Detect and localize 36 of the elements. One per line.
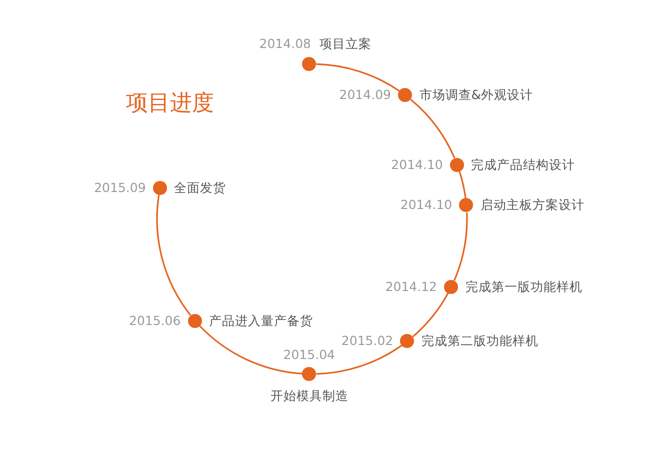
milestone-label: 项目立案 — [319, 36, 372, 52]
milestone-label: 开始模具制造 — [270, 388, 348, 404]
milestone-label: 完成产品结构设计 — [471, 156, 576, 173]
milestone-dot — [302, 57, 316, 72]
date-label: 2014.10 — [400, 197, 452, 214]
date-label: 2015.09 — [94, 180, 146, 196]
date-label: 2014.10 — [391, 156, 443, 173]
date-label: 2014.08 — [259, 36, 311, 52]
timeline-arc — [316, 63, 400, 92]
timeline-arc — [412, 292, 449, 338]
date-label: 2015.04 — [283, 346, 335, 363]
milestone-label: 产品进入量产备货 — [209, 312, 314, 329]
milestone-dot — [459, 198, 474, 212]
timeline-arc — [316, 344, 402, 375]
milestone-label: 完成第一版功能样机 — [465, 278, 582, 295]
milestone-label: 全面发货 — [174, 180, 226, 196]
milestone-dot — [188, 314, 202, 328]
milestone-label: 完成第二版功能样机 — [421, 333, 538, 350]
milestone-dot — [398, 88, 412, 102]
timeline-arc — [453, 212, 468, 281]
milestone-dot — [444, 280, 458, 294]
milestone-dot — [153, 181, 168, 196]
milestone-dot — [400, 334, 414, 348]
timeline-arc — [199, 325, 302, 374]
title: 项目进度 — [126, 90, 214, 118]
timeline-arc — [156, 194, 192, 316]
date-label: 2015.02 — [341, 333, 394, 350]
milestone-dot — [450, 158, 464, 172]
milestone-label: 启动主板方案设计 — [480, 197, 584, 214]
timeline-arc — [458, 171, 466, 199]
date-label: 2015.06 — [129, 312, 181, 329]
date-label: 2014.09 — [339, 87, 391, 104]
milestone-label: 市场调查&外观设计 — [419, 87, 534, 104]
date-label: 2014.12 — [385, 278, 438, 295]
milestone-dot — [302, 366, 316, 381]
timeline-arc — [410, 98, 456, 159]
